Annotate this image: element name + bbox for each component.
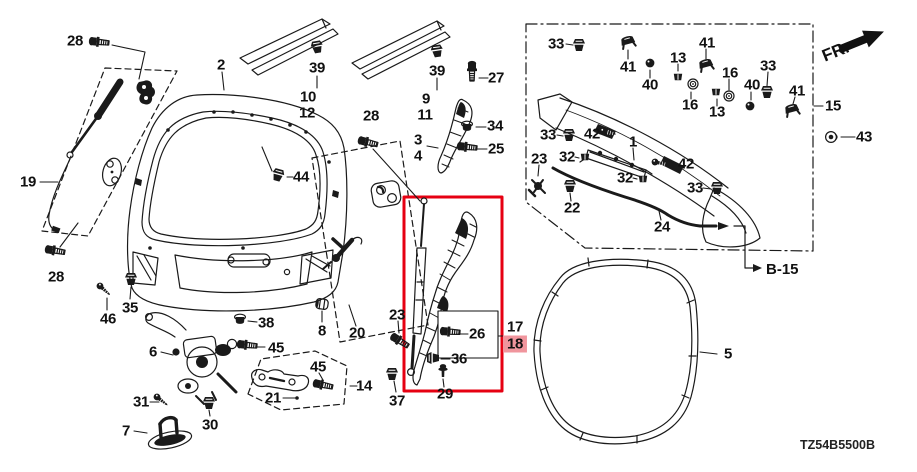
callout-39[interactable]: 39: [428, 62, 446, 80]
callout-41[interactable]: 41: [698, 34, 716, 52]
selected-part-highlight-box[interactable]: [402, 195, 504, 393]
hinge-bracket-drawing: [322, 236, 363, 270]
dashed-box-strut-19: [41, 67, 178, 237]
bracket-21-drawing: [251, 368, 310, 400]
callout-20[interactable]: 20: [348, 324, 366, 342]
callout-9[interactable]: 9: [421, 90, 431, 108]
callout-23[interactable]: 23: [388, 306, 406, 324]
callout-26[interactable]: 26: [468, 325, 486, 343]
callout-39[interactable]: 39: [308, 59, 326, 77]
callout-42[interactable]: 42: [677, 155, 695, 173]
gas-strut-left-drawing: [48, 78, 124, 234]
callout-45[interactable]: 45: [309, 358, 327, 376]
callout-16[interactable]: 16: [721, 64, 739, 82]
strut-mount-plate-drawing: [370, 180, 402, 208]
callout-14[interactable]: 14: [355, 377, 373, 395]
strip-9-11-drawing: [351, 20, 451, 80]
b15-connector-line: [733, 225, 762, 272]
fr-arrow-icon: [837, 30, 884, 54]
leader-lines: [39, 43, 856, 434]
ref-link-b15[interactable]: B-15: [766, 261, 799, 278]
callout-12[interactable]: 12: [298, 104, 316, 122]
callout-23[interactable]: 23: [530, 150, 548, 168]
callout-3[interactable]: 3: [413, 131, 423, 149]
callout-15[interactable]: 15: [824, 97, 842, 115]
callout-32[interactable]: 32: [558, 148, 576, 166]
callout-33[interactable]: 33: [547, 35, 565, 53]
callout-8[interactable]: 8: [317, 322, 327, 340]
callout-31[interactable]: 31: [132, 393, 150, 411]
dashed-box-strut-20: [311, 140, 429, 343]
callout-22[interactable]: 22: [563, 199, 581, 217]
callout-34[interactable]: 34: [486, 117, 504, 135]
callout-13[interactable]: 13: [669, 49, 687, 67]
lock-actuator-drawing: [145, 312, 238, 405]
callout-45[interactable]: 45: [267, 339, 285, 357]
weatherstrip-drawing: [533, 257, 699, 445]
callout-32[interactable]: 32: [616, 169, 634, 187]
callout-25[interactable]: 25: [487, 140, 505, 158]
callout-24[interactable]: 24: [653, 218, 671, 236]
callout-5[interactable]: 5: [723, 345, 733, 363]
striker-drawing: [147, 415, 193, 450]
tailgate-garnish-17-18-drawing: [412, 211, 478, 386]
callout-21[interactable]: 21: [264, 389, 282, 407]
callout-41[interactable]: 41: [619, 58, 637, 76]
callout-16[interactable]: 16: [681, 96, 699, 114]
callout-13[interactable]: 13: [708, 103, 726, 121]
callout-18[interactable]: 18: [502, 335, 528, 353]
callout-1[interactable]: 1: [628, 133, 638, 151]
callout-37[interactable]: 37: [388, 392, 406, 410]
diagram-code: TZ54B5500B: [800, 438, 876, 452]
callout-7[interactable]: 7: [121, 422, 131, 440]
strip-10-12-drawing: [239, 18, 339, 76]
callout-42[interactable]: 42: [583, 125, 601, 143]
callout-10[interactable]: 10: [299, 88, 317, 106]
callout-28[interactable]: 28: [47, 268, 65, 286]
tailgate-panel-drawing: [126, 94, 348, 312]
callout-33[interactable]: 33: [759, 57, 777, 75]
callout-29[interactable]: 29: [436, 385, 454, 403]
callout-28[interactable]: 28: [66, 32, 84, 50]
callout-2[interactable]: 2: [216, 56, 226, 74]
callout-41[interactable]: 41: [788, 82, 806, 100]
callout-43[interactable]: 43: [855, 128, 873, 146]
callout-17[interactable]: 17: [506, 318, 524, 336]
callout-36[interactable]: 36: [450, 350, 468, 368]
callout-46[interactable]: 46: [99, 310, 117, 328]
strut-clamp-drawing: [136, 80, 155, 105]
callout-35[interactable]: 35: [121, 299, 139, 317]
callout-40[interactable]: 40: [743, 76, 761, 94]
tube-24-drawing: [551, 166, 729, 230]
callout-6[interactable]: 6: [148, 343, 158, 361]
callout-38[interactable]: 38: [257, 314, 275, 332]
callout-4[interactable]: 4: [413, 147, 423, 165]
gas-strut-right-drawing: [407, 197, 428, 377]
callout-33[interactable]: 33: [686, 179, 704, 197]
callout-27[interactable]: 27: [487, 69, 505, 87]
latch-part-23-drawing: [527, 179, 546, 198]
callout-11[interactable]: 11: [417, 106, 433, 124]
callout-44[interactable]: 44: [292, 168, 310, 186]
callout-33[interactable]: 33: [539, 126, 557, 144]
callout-28[interactable]: 28: [362, 107, 380, 125]
callout-19[interactable]: 19: [19, 173, 37, 191]
callout-40[interactable]: 40: [641, 76, 659, 94]
dashed-box-spoiler-15: [525, 23, 814, 252]
callout-30[interactable]: 30: [201, 416, 219, 434]
